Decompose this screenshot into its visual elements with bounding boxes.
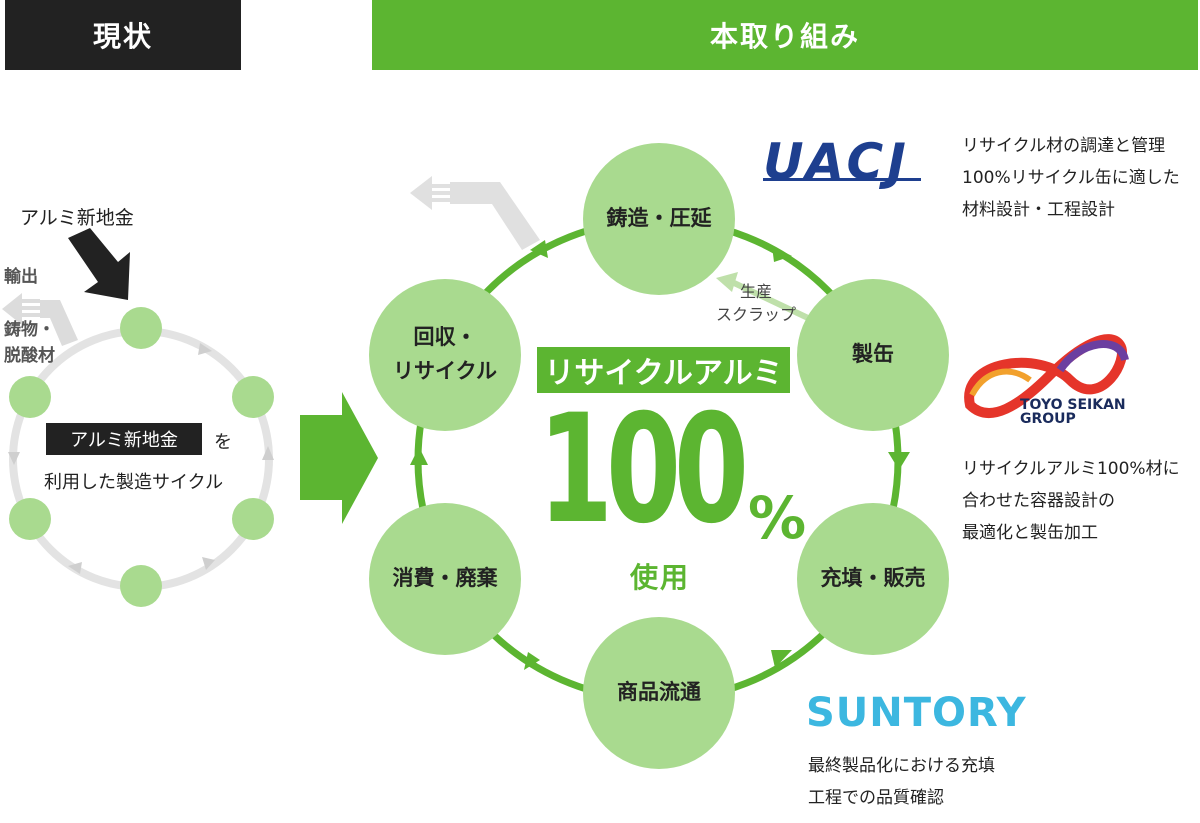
node-consume-dispose: 消費・廃棄 — [369, 503, 521, 655]
scrap-arrow — [730, 279, 810, 321]
node-filling-sales: 充填・販売 — [797, 503, 949, 655]
toyo-seikan-logo-text: TOYO SEIKAN GROUP — [1020, 397, 1126, 427]
header-current: 現状 — [5, 0, 241, 70]
cycle-export-arrow — [450, 182, 540, 250]
cycle-arrow — [771, 650, 792, 668]
percent-sign: % — [748, 484, 807, 552]
casting-label: 鋳物・ — [4, 320, 55, 340]
scrap-label-1: 生産 — [740, 282, 773, 301]
uacj-logo-underline — [763, 178, 921, 181]
node-can-making: 製缶 — [797, 279, 949, 431]
current-cycle-node — [232, 498, 274, 540]
node-casting-rolling: 鋳造・圧延 — [583, 143, 735, 295]
node-distribution: 商品流通 — [583, 617, 735, 769]
uacj-logo: UACJ — [763, 133, 910, 191]
cycle-arrow — [772, 246, 792, 262]
transition-arrow — [300, 392, 378, 524]
node-collect-recycle: 回収・リサイクル — [369, 279, 521, 431]
toyo-seikan-logo-mark — [964, 334, 1129, 419]
deoxidizer-label: 脱酸材 — [4, 346, 55, 366]
header-new-initiative: 本取り組み — [372, 0, 1198, 70]
cycle-arrow — [888, 452, 910, 470]
scrap-label-2: スクラップ — [716, 305, 797, 324]
current-cycle-node — [120, 565, 162, 607]
suntory-description: 最終製品化における充填 工程での品質確認 — [808, 756, 995, 808]
scrap-arrow-head — [716, 272, 738, 292]
hundred-number: 100 — [538, 383, 749, 557]
ring-arrow — [202, 557, 215, 570]
current-cycle-ring — [9, 327, 273, 591]
cycle-arrow — [530, 240, 548, 258]
toyo-description: リサイクルアルミ100%材に 合わせた容器設計の 最適化と製缶加工 — [962, 459, 1180, 543]
export-arrow — [40, 300, 78, 346]
new-metal-label: アルミ新地金 — [20, 207, 134, 229]
ring-arrow — [68, 562, 82, 574]
recycled-aluminum-banner: リサイクルアルミ — [537, 347, 790, 393]
ring-arrow — [262, 446, 274, 460]
export-arrow-head — [2, 293, 22, 325]
current-cycle-node — [232, 376, 274, 418]
current-cycle-node — [9, 498, 51, 540]
new-metal-box: アルミ新地金 — [46, 423, 202, 455]
cycle-text: 利用した製造サイクル — [44, 472, 224, 493]
suntory-logo: SUNTORY — [806, 690, 1027, 736]
use-label: 使用 — [630, 561, 691, 594]
new-metal-arrow — [68, 228, 130, 300]
box-suffix: を — [214, 432, 232, 453]
export-label: 輸出 — [4, 267, 38, 287]
cycle-export-arrow-head — [410, 176, 432, 210]
current-cycle-node — [9, 376, 51, 418]
uacj-description: リサイクル材の調達と管理 100%リサイクル缶に適した 材料設計・工程設計 — [962, 136, 1180, 220]
current-cycle-node — [120, 307, 162, 349]
cycle-arrow — [410, 447, 428, 465]
ring-arrow — [198, 343, 212, 355]
cycle-arrow — [524, 652, 540, 670]
ring-arrow — [8, 452, 20, 465]
